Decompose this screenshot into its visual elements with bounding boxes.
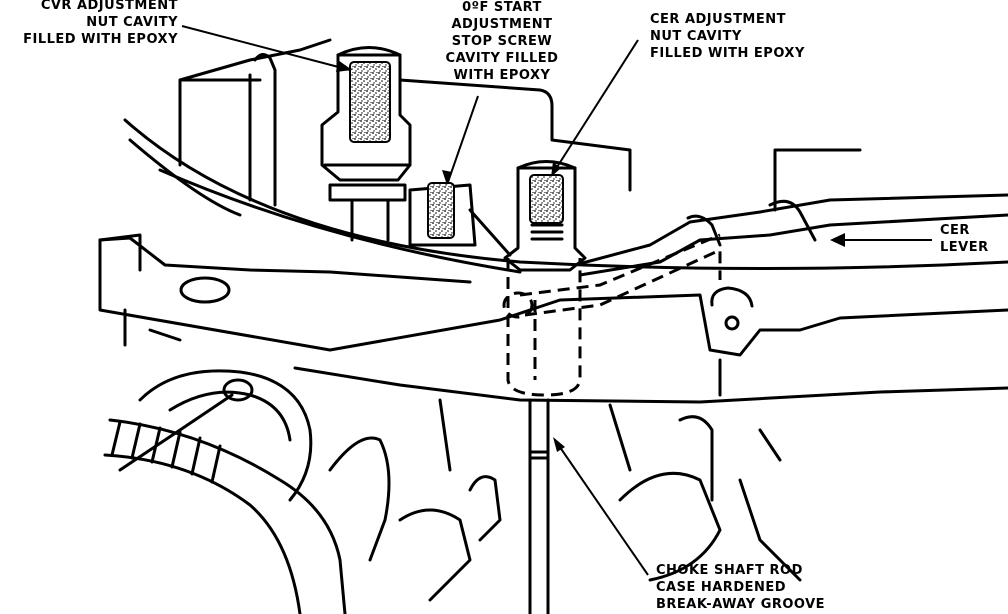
air-horn-arc bbox=[123, 118, 1008, 270]
leader-start-stop bbox=[447, 95, 479, 183]
cer-epoxy-fill bbox=[529, 174, 564, 224]
right-bottom-lines bbox=[738, 428, 802, 582]
lower-vertical-lines bbox=[438, 398, 632, 472]
label-cer-lever: CER LEVER bbox=[940, 223, 989, 255]
bracket-arm-2 bbox=[398, 508, 472, 602]
stop-screw-lever bbox=[468, 208, 512, 257]
leader-cer-nut bbox=[551, 39, 639, 176]
cer-nut-body bbox=[503, 166, 587, 272]
label-choke-shaft-rod: CHOKE SHAFT ROD CASE HARDENED BREAK-AWAY… bbox=[656, 563, 826, 612]
left-loop-outer bbox=[138, 369, 313, 502]
flange-plate bbox=[98, 238, 1008, 357]
hidden-pivot bbox=[502, 291, 534, 319]
hose-ribs bbox=[110, 420, 222, 484]
label-cvr-adjustment: CVR ADJUSTMENT NUT CAVITY FILLED WITH EP… bbox=[23, 0, 178, 47]
cer-nut-threads bbox=[530, 223, 564, 241]
left-post bbox=[248, 53, 277, 207]
cer-cable-upper bbox=[573, 193, 1008, 267]
flange-ear bbox=[710, 286, 754, 308]
pivot-boss bbox=[222, 378, 254, 402]
bracket-arm bbox=[328, 436, 391, 562]
lower-right-cam bbox=[618, 471, 722, 582]
hidden-link-upper bbox=[519, 233, 721, 297]
label-start-stop-screw: 0ºF START ADJUSTMENT STOP SCREW CAVITY F… bbox=[445, 0, 559, 83]
cer-lever-bracket bbox=[773, 148, 862, 212]
arrow-cer-nut bbox=[551, 162, 561, 177]
flange-hole-left bbox=[179, 276, 231, 304]
lower-body-edge bbox=[293, 366, 1008, 404]
rear-housing-plate bbox=[398, 78, 632, 192]
label-cer-adjustment: CER ADJUSTMENT NUT CAVITY FILLED WITH EP… bbox=[650, 12, 805, 61]
flange-hole-right bbox=[724, 315, 740, 331]
cer-cable-lower bbox=[578, 213, 1008, 277]
hidden-link-lower bbox=[524, 247, 722, 317]
linkage-rod bbox=[118, 393, 234, 472]
flange-left-step bbox=[98, 233, 182, 347]
arrow-cvr bbox=[336, 60, 352, 72]
arrow-start-stop bbox=[442, 170, 452, 185]
upper-housing bbox=[178, 38, 332, 167]
leader-choke bbox=[554, 439, 649, 576]
break-away-groove bbox=[528, 450, 550, 460]
cvr-nut-collar bbox=[323, 163, 412, 202]
hose-inner bbox=[103, 453, 302, 614]
leader-cvr bbox=[181, 25, 351, 71]
cer-nut-cap bbox=[516, 160, 577, 170]
cvr-nut-body bbox=[320, 53, 412, 182]
cvr-epoxy-fill bbox=[349, 61, 391, 143]
arrow-cer-lever bbox=[830, 233, 845, 247]
lower-right-post bbox=[678, 415, 714, 502]
air-horn-arc-lower bbox=[128, 138, 242, 217]
cvr-nut-cap bbox=[336, 46, 402, 57]
stop-screw-epoxy-fill bbox=[427, 182, 455, 239]
choke-shaft-rod bbox=[528, 398, 550, 614]
cvr-shaft bbox=[350, 198, 390, 242]
arrow-choke bbox=[553, 437, 565, 452]
lever-cam bbox=[468, 475, 502, 542]
hidden-shaft-housing bbox=[506, 258, 582, 397]
air-horn-arc-inner bbox=[158, 168, 522, 274]
